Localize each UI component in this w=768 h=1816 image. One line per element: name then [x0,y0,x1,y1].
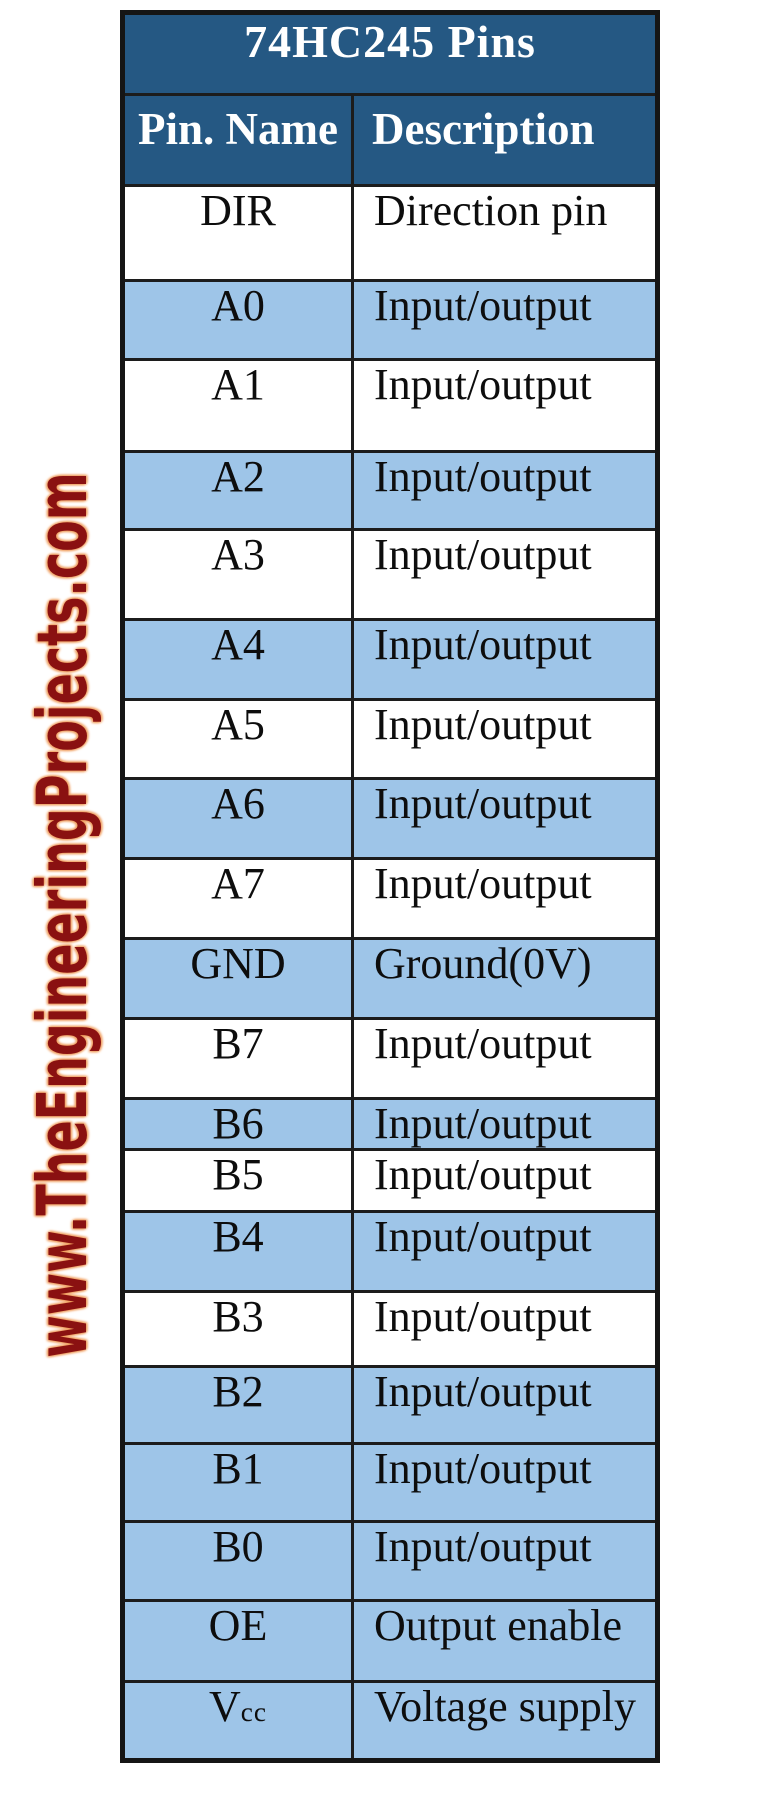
pin-name-cell: B3 [121,1289,354,1368]
description-cell: Input/output [351,279,659,361]
description-cell: Input/output [351,1364,659,1445]
description-cell: Input/output [351,618,659,701]
description-cell: Input/output [351,1289,659,1368]
description-cell: Input/output [351,777,659,860]
description-cell: Input/output [351,1441,659,1523]
pin-row-a5: A5 Input/output [121,698,659,780]
description-cell: Input/output [351,1017,659,1100]
description-cell: Input/output [351,698,659,780]
description-cell: Input/output [351,857,659,940]
pin-row-a0: A0 Input/output [121,279,659,361]
pin-name-cell: GND [121,937,354,1020]
description-cell: Output enable [351,1598,659,1683]
pin-name-cell: B1 [121,1441,354,1523]
pin-row-vcc: Vcc Voltage supply [121,1679,659,1762]
pin-row-b3: B3 Input/output [121,1289,659,1368]
pin-name-cell: B4 [121,1209,354,1293]
description-cell: Input/output [351,1147,659,1213]
pin-row-a7: A7 Input/output [121,857,659,940]
pin-row-a2: A2 Input/output [121,450,659,531]
description-cell: Input/output [351,450,659,531]
pin-name-cell: B2 [121,1364,354,1445]
pin-name-cell: B0 [121,1519,354,1602]
pin-row-a4: A4 Input/output [121,618,659,701]
description-cell: Input/output [351,1519,659,1602]
pin-name-cell: A2 [121,450,354,531]
pin-row-b0: B0 Input/output [121,1519,659,1602]
pin-row-b5: B5 Input/output [121,1147,659,1213]
pin-row-a1: A1 Input/output [121,358,659,453]
pin-row-dir: DIR Direction pin [121,184,659,282]
pin-name-cell: A5 [121,698,354,780]
column-header-row: Pin. Name Description [121,93,659,187]
pin-row-b4: B4 Input/output [121,1209,659,1293]
title-row: 74HC245 Pins [121,11,659,96]
pin-row-a3: A3 Input/output [121,528,659,621]
pin-name-cell: B7 [121,1017,354,1100]
pin-name-cell: Vcc [121,1679,354,1762]
table-title: 74HC245 Pins [121,11,659,96]
description-cell: Input/output [351,1209,659,1293]
watermark-text: www.TheEngineeringProjects.com [21,472,103,1358]
pin-row-b2: B2 Input/output [121,1364,659,1445]
description-cell: Input/output [351,358,659,453]
description-cell: Direction pin [351,184,659,282]
description-cell: Input/output [351,528,659,621]
pin-row-b7: B7 Input/output [121,1017,659,1100]
pin-row-a6: A6 Input/output [121,777,659,860]
description-cell: Ground(0V) [351,937,659,1020]
pin-row-b1: B1 Input/output [121,1441,659,1523]
pin-name-cell: DIR [121,184,354,282]
pin-row-gnd: GND Ground(0V) [121,937,659,1020]
pin-name-cell: A4 [121,618,354,701]
pin-name-cell: B5 [121,1147,354,1213]
column-header-description: Description [351,93,659,187]
pin-name-cell: OE [121,1598,354,1683]
column-header-pin-name: Pin. Name [121,93,354,187]
description-cell: Input/output [351,1097,659,1151]
vcc-base: V [209,1681,241,1731]
description-cell: Voltage supply [351,1679,659,1762]
pin-name-cell: A6 [121,777,354,860]
pin-name-cell: A1 [121,358,354,453]
pin-row-oe: OE Output enable [121,1598,659,1683]
pins-table: 74HC245 Pins Pin. Name Description DIR D… [120,10,660,1763]
pin-name-cell: A7 [121,857,354,940]
pin-row-b6: B6 Input/output [121,1097,659,1151]
pin-name-cell: A3 [121,528,354,621]
pin-name-cell: B6 [121,1097,354,1151]
vcc-subscript: cc [240,1696,267,1727]
pin-name-cell: A0 [121,279,354,361]
